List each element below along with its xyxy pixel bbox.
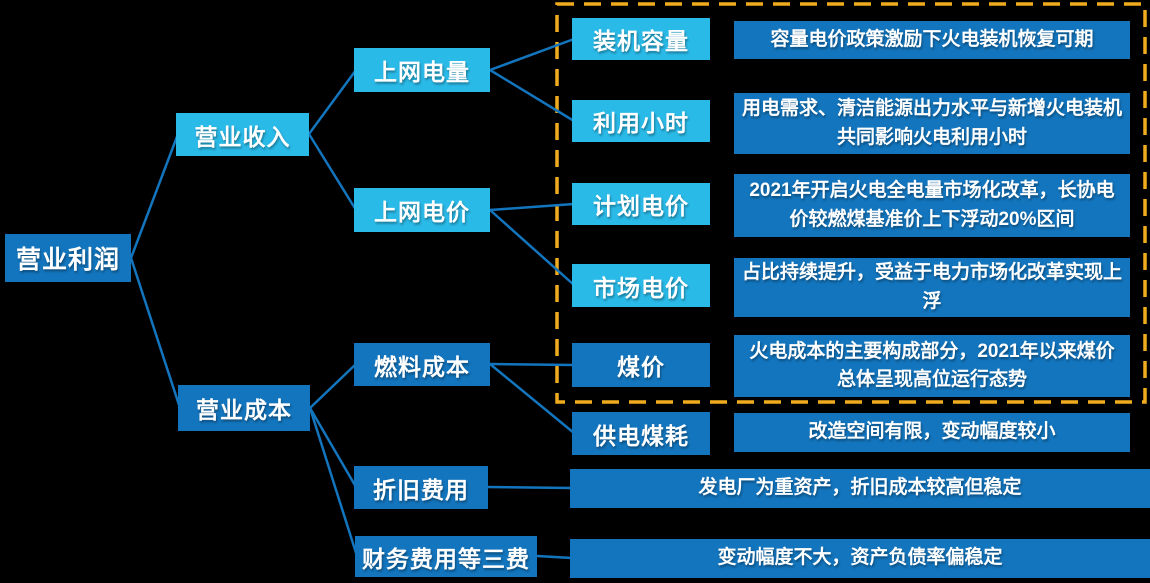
note-planned-price: 2021年开启火电全电量市场化改革，长协电价较燃煤基准价上下浮动20%区间: [734, 174, 1130, 237]
node-grid-volume: 上网电量: [354, 48, 490, 92]
node-operating-revenue: 营业收入: [176, 113, 309, 156]
note-utilization-hours: 用电需求、清洁能源出力水平与新增火电装机共同影响火电利用小时: [734, 93, 1130, 154]
node-market-price: 市场电价: [572, 264, 710, 307]
node-planned-price: 计划电价: [572, 183, 710, 225]
node-grid-price: 上网电价: [354, 188, 490, 232]
node-installed-capacity: 装机容量: [572, 18, 710, 60]
note-coal-consumption: 改造空间有限，变动幅度较小: [734, 413, 1130, 452]
note-depreciation: 发电厂为重资产，折旧成本较高但稳定: [570, 469, 1150, 508]
node-fuel-cost: 燃料成本: [354, 343, 490, 386]
note-coal-price: 火电成本的主要构成部分，2021年以来煤价总体呈现高位运行态势: [734, 335, 1130, 397]
note-installed-capacity: 容量电价政策激励下火电装机恢复可期: [734, 21, 1130, 59]
note-finance-fees: 变动幅度不大，资产负债率偏稳定: [570, 539, 1150, 578]
node-depreciation: 折旧费用: [354, 466, 488, 509]
note-market-price: 占比持续提升，受益于电力市场化改革实现上浮: [734, 258, 1130, 317]
node-utilization-hours: 利用小时: [572, 100, 710, 142]
node-coal-consumption: 供电煤耗: [572, 412, 710, 455]
node-operating-cost: 营业成本: [178, 385, 310, 431]
node-operating-profit: 营业利润: [5, 234, 131, 282]
node-finance-fees: 财务费用等三费: [355, 536, 537, 577]
node-coal-price: 煤价: [572, 343, 710, 387]
